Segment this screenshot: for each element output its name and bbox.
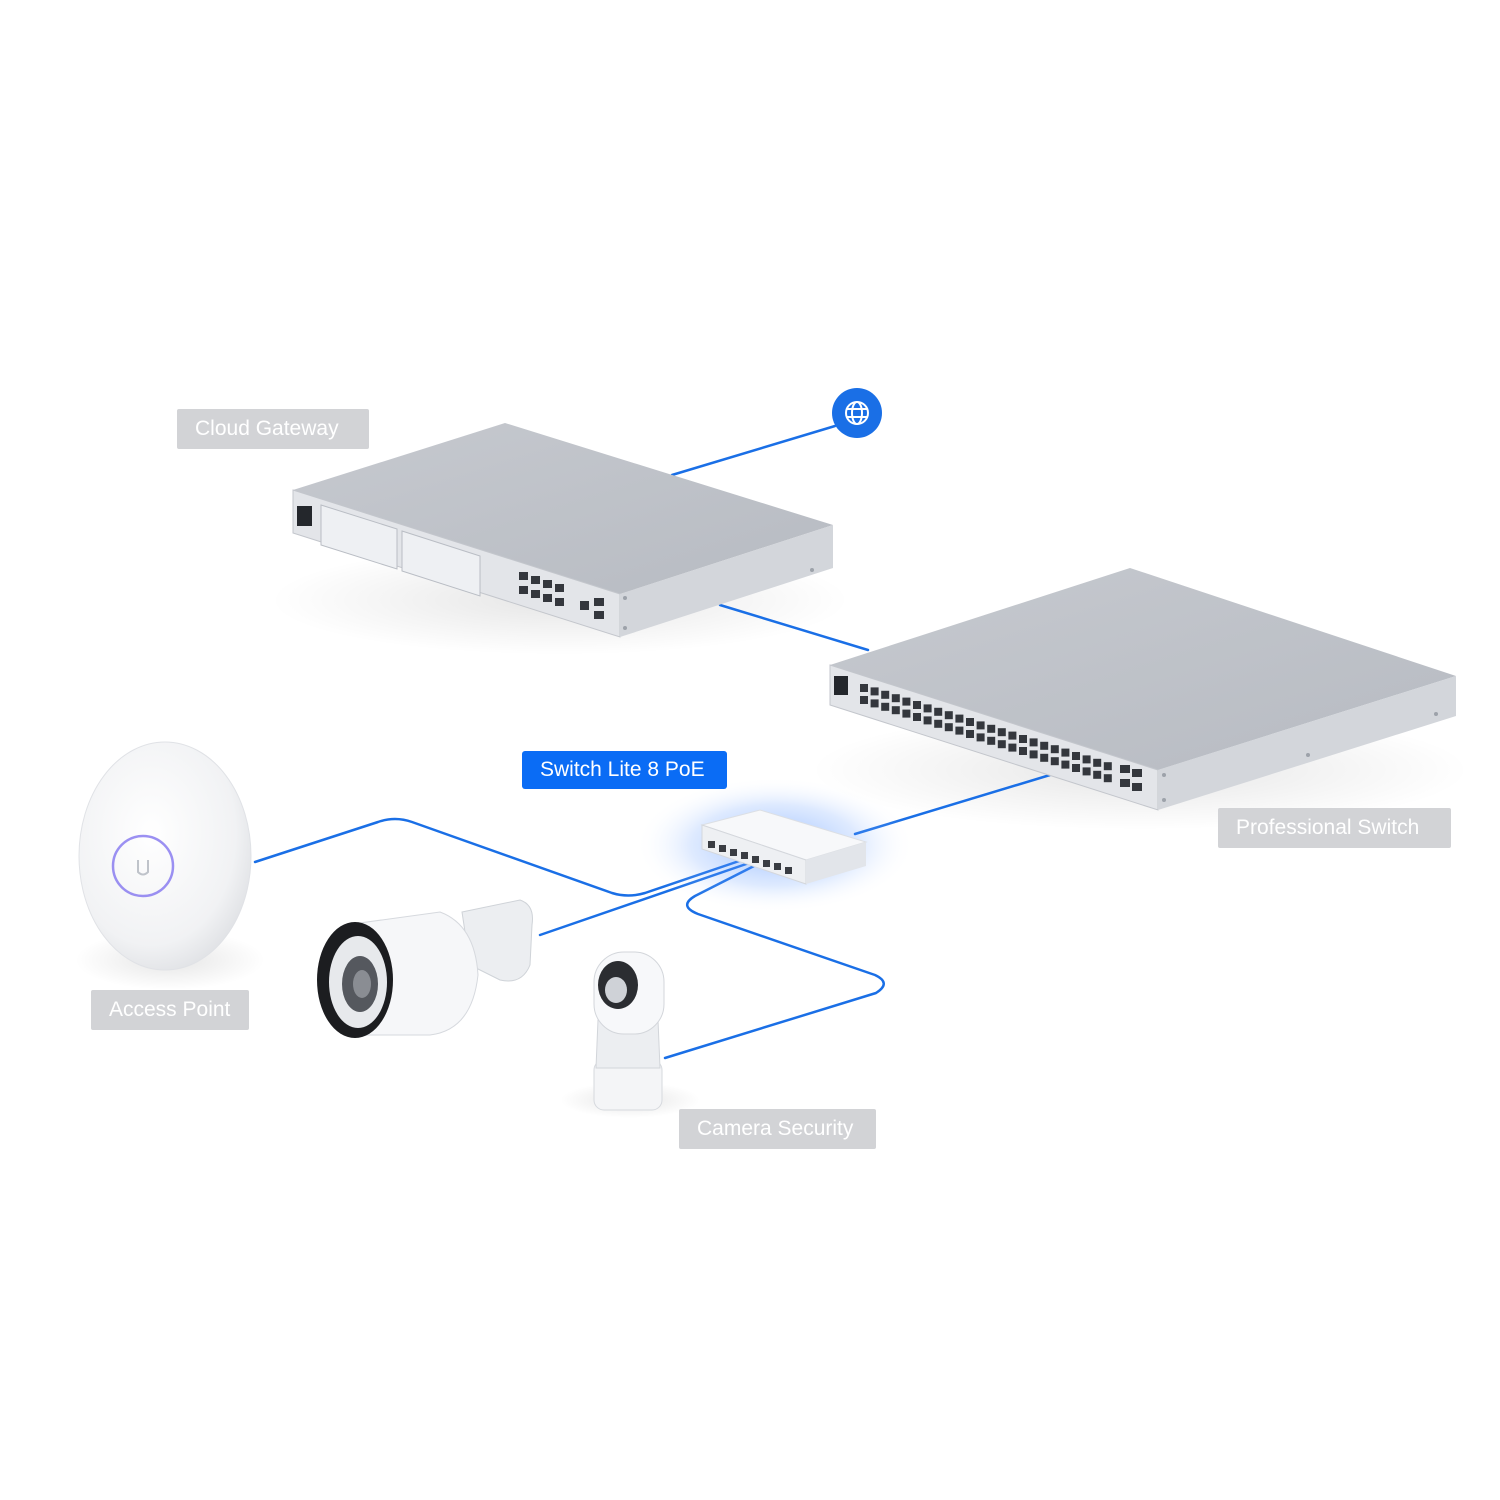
pro-switch-port (860, 684, 868, 692)
pro-switch-port (976, 733, 985, 742)
pro-switch-port (997, 728, 1006, 737)
pro-switch-port (1029, 750, 1038, 759)
pro-switch-port (1072, 752, 1080, 760)
lite-to-dome-camera-link (663, 864, 885, 1060)
pro-switch-port (955, 714, 964, 723)
professional-switch-device[interactable] (829, 568, 1456, 811)
cloud-gateway-top (293, 423, 833, 594)
pro-switch-port (870, 699, 879, 708)
pro-switch-port (934, 707, 943, 716)
ubiquiti-logo-icon (137, 860, 149, 876)
pro-switch-port (913, 713, 921, 721)
pro-switch-port (1103, 762, 1112, 771)
pro-switch-port (1061, 748, 1070, 757)
pro-switch-port (891, 694, 900, 703)
bullet-camera-device[interactable] (317, 899, 533, 1038)
pro-switch-port (870, 687, 879, 696)
pro-switch-port (976, 721, 985, 730)
gateway-to-pro-switch-link (718, 603, 870, 652)
pro-switch-side (1158, 676, 1456, 810)
pro-switch-port (891, 706, 900, 715)
drive-bay-1 (320, 504, 398, 570)
professional-switch-label: Professional Switch (1218, 808, 1451, 848)
pro-switch-port (881, 702, 890, 711)
pro-switch-port (966, 718, 974, 726)
pro-switch-port (987, 724, 996, 733)
pro-switch-port (1093, 770, 1102, 779)
pro-switch-sfp-ports (1120, 765, 1142, 791)
connection-lines (253, 424, 1052, 1060)
cloud-gateway-label: Cloud Gateway (177, 409, 369, 449)
pro-switch-port (1050, 757, 1059, 766)
pro-switch-port (1008, 743, 1017, 752)
pro-switch-port (1019, 735, 1027, 743)
pro-switch-port (944, 723, 953, 732)
pro-switch-ports (860, 684, 1112, 783)
pro-switch-port (923, 704, 932, 713)
drive-bay-2 (401, 530, 481, 597)
pro-switch-port (934, 719, 943, 728)
access-point-led-ring (111, 834, 175, 898)
switch-lite-ports (708, 841, 792, 874)
internet-to-gateway-link (670, 424, 837, 477)
pro-switch-port (902, 709, 911, 718)
pro-switch-port (881, 690, 890, 699)
pro-switch-port (860, 696, 868, 704)
pro-switch-port (1040, 741, 1049, 750)
pro-switch-port (1093, 758, 1102, 767)
gateway-screen (297, 506, 312, 526)
switch-lite-device[interactable] (700, 809, 868, 885)
pro-switch-port (1008, 731, 1017, 740)
bullet-camera-lens-inner (353, 970, 371, 998)
cloud-gateway-device[interactable] (292, 423, 833, 638)
device-screws (623, 568, 1438, 802)
pro-switch-port (944, 711, 953, 720)
pro-switch-port (1082, 755, 1091, 764)
gateway-ports (519, 572, 604, 619)
pro-switch-port (1072, 764, 1080, 772)
lite-to-access-point-link (253, 817, 750, 897)
internet-node[interactable] (832, 388, 882, 438)
access-point-label: Access Point (91, 990, 249, 1030)
pro-switch-port (1019, 747, 1027, 755)
pro-switch-port (997, 740, 1006, 749)
pro-switch-port (955, 726, 964, 735)
switch-lite-side (806, 842, 866, 884)
pro-switch-top (830, 568, 1456, 770)
pro-switch-port (1050, 745, 1059, 754)
pro-switch-screen (834, 676, 848, 695)
pro-switch-port (1040, 753, 1049, 762)
pro-switch-port (913, 701, 921, 709)
pro-switch-port (923, 716, 932, 725)
camera-security-label: Camera Security (679, 1109, 876, 1149)
pro-switch-port (1082, 767, 1091, 776)
pro-switch-port (902, 697, 911, 706)
pro-switch-port (987, 736, 996, 745)
access-point-disc (78, 741, 252, 971)
access-point-device[interactable] (78, 741, 252, 971)
flex-camera-lens (605, 977, 627, 1003)
pro-switch-port (1061, 760, 1070, 769)
pro-switch-port (1103, 774, 1112, 783)
bullet-camera-mount (461, 899, 533, 982)
cloud-gateway-side (620, 525, 833, 637)
pro-switch-port (966, 730, 974, 738)
flex-camera-device[interactable] (593, 951, 665, 1111)
switch-lite-label: Switch Lite 8 PoE (522, 751, 727, 789)
globe-icon (845, 401, 869, 425)
pro-switch-port (1029, 738, 1038, 747)
